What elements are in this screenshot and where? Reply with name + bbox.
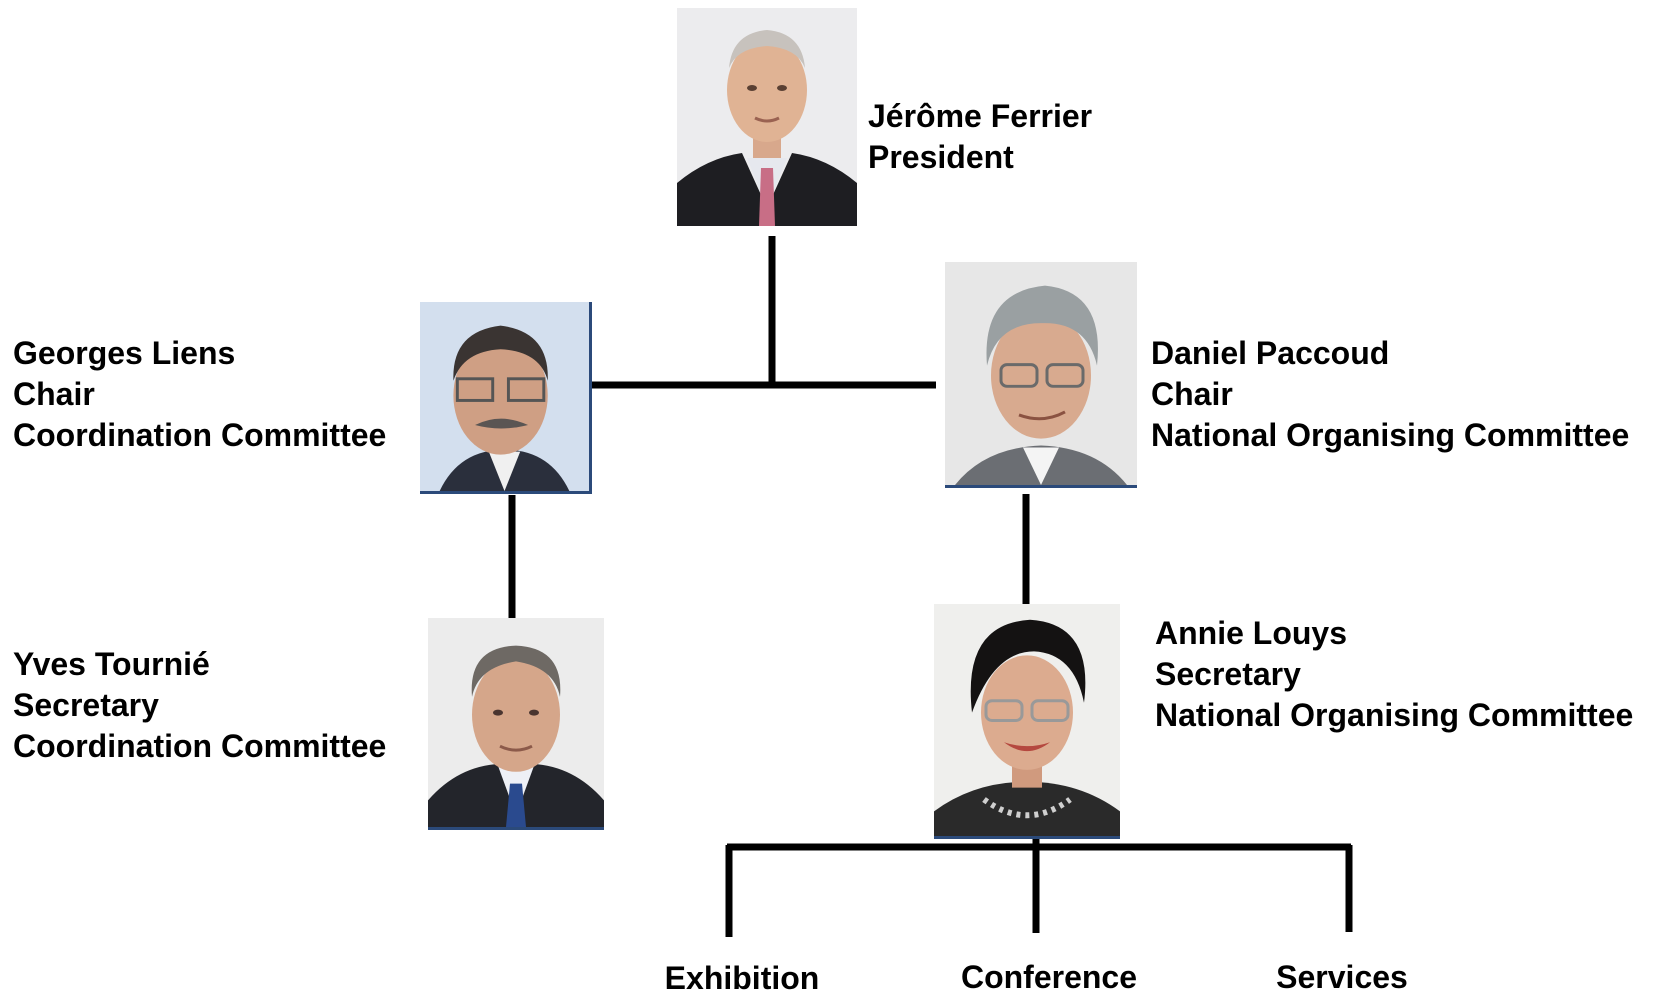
unit-services: Services <box>1276 959 1408 995</box>
president-label: Jérôme Ferrier President <box>868 96 1092 178</box>
person-role: Secretary <box>1155 656 1301 692</box>
noc-secretary-label: Annie Louys Secretary National Organisin… <box>1155 613 1633 736</box>
portrait-image <box>934 604 1120 836</box>
noc-chair-photo <box>945 262 1137 488</box>
portrait-image <box>428 618 604 827</box>
person-unit: National Organising Committee <box>1151 417 1630 453</box>
unit-exhibition: Exhibition <box>664 960 820 996</box>
person-role: Chair <box>13 376 95 412</box>
person-name: Georges Liens <box>13 335 236 371</box>
person-name: Yves Tournié <box>13 646 210 682</box>
coord-chair-label: Georges Liens Chair Coordination Committ… <box>13 333 386 456</box>
coord-secretary-photo <box>428 618 604 830</box>
person-role: Secretary <box>13 687 159 723</box>
coord-chair-photo <box>420 302 592 494</box>
person-name: Daniel Paccoud <box>1151 335 1390 371</box>
portrait-image <box>420 302 589 491</box>
unit-conference: Conference <box>960 959 1138 995</box>
person-name: Annie Louys <box>1155 615 1348 651</box>
person-unit: Coordination Committee <box>13 417 387 453</box>
person-name: Jérôme Ferrier <box>868 98 1093 134</box>
person-role: President <box>868 139 1014 175</box>
president-photo <box>677 8 857 226</box>
noc-chair-label: Daniel Paccoud Chair National Organising… <box>1151 333 1629 456</box>
noc-secretary-photo <box>934 604 1120 839</box>
person-role: Chair <box>1151 376 1233 412</box>
portrait-image <box>677 8 857 226</box>
portrait-image <box>945 262 1137 485</box>
coord-secretary-label: Yves Tournié Secretary Coordination Comm… <box>13 644 386 767</box>
person-unit: Coordination Committee <box>13 728 387 764</box>
person-unit: National Organising Committee <box>1155 697 1634 733</box>
